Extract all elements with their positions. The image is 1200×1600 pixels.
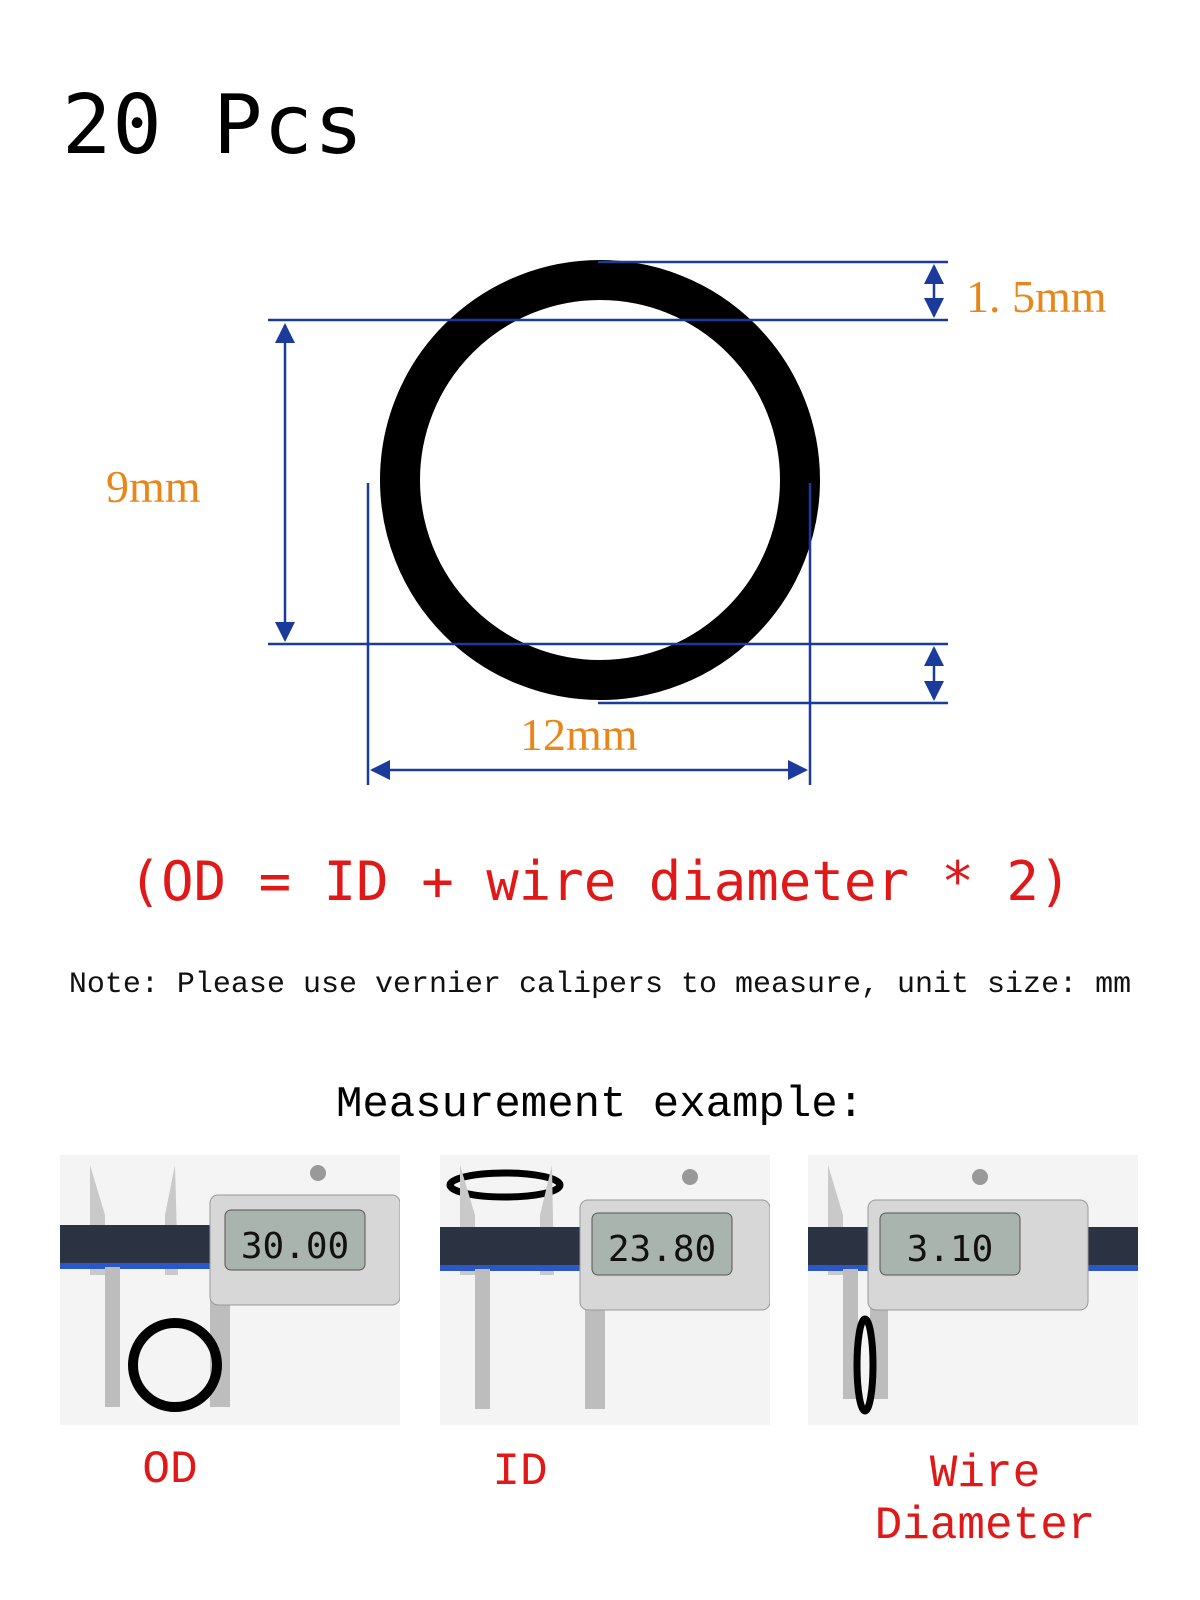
caliper-wire-photo: 3.10: [808, 1155, 1138, 1425]
label-od: OD: [142, 1444, 198, 1496]
label-wire-diameter: Wire Diameter: [874, 1448, 1096, 1552]
oring-dimension-diagram: [268, 260, 948, 785]
note: Note: Please use vernier calipers to mea…: [68, 968, 1132, 1002]
outer-dimension-label: 12mm: [520, 709, 638, 760]
page-title: 20 Pcs: [62, 78, 365, 173]
wire-dimension-label: 1. 5mm: [966, 271, 1107, 322]
caliper-od-reading: 30.00: [241, 1226, 349, 1267]
oring: [380, 260, 820, 700]
caliper-od-photo: 30.00: [60, 1155, 400, 1425]
label-id: ID: [492, 1446, 548, 1498]
caliper-id-photo: 23.80: [440, 1155, 770, 1425]
formula: (OD = ID + wire diameter * 2): [128, 850, 1072, 913]
caliper-wire-reading: 3.10: [907, 1229, 994, 1270]
example-heading: Measurement example:: [335, 1080, 865, 1130]
inner-dimension-label: 9mm: [106, 461, 201, 512]
caliper-id-reading: 23.80: [608, 1229, 716, 1270]
